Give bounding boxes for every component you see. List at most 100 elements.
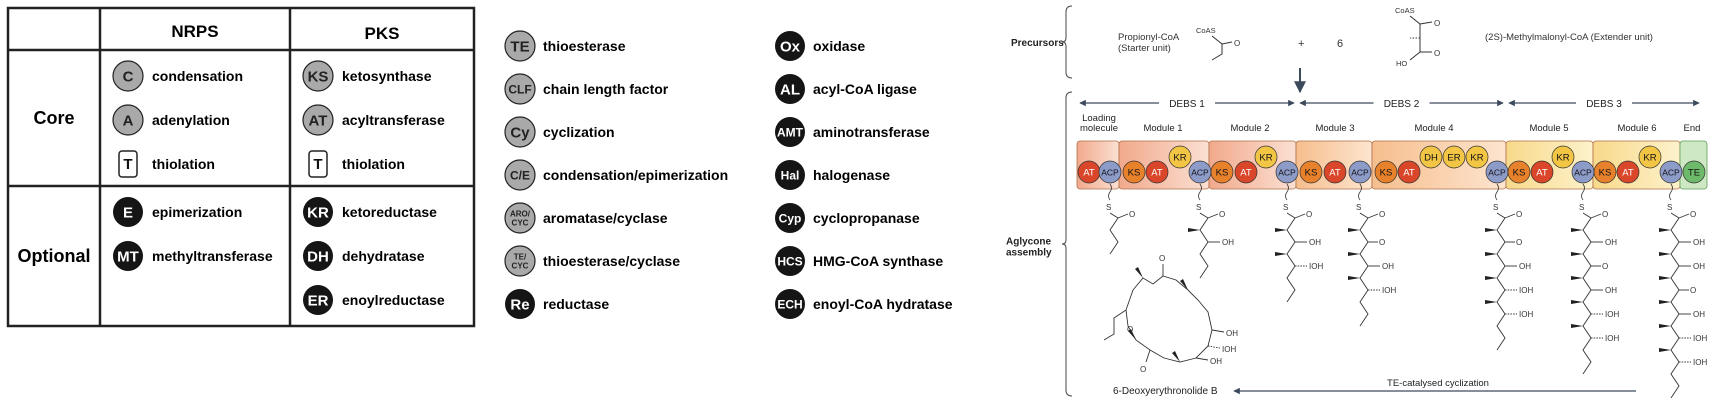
methyl-wedge — [1571, 300, 1583, 304]
badge-outline — [118, 150, 138, 178]
badge-hcs-icon: HCS — [775, 246, 805, 276]
badge-ech-icon: ECH — [775, 289, 805, 319]
domain-circle — [1682, 160, 1706, 184]
domain-at-icon: AT — [1077, 160, 1101, 184]
hydroxyl-label: IOH — [1693, 358, 1707, 367]
badge-text: TE — [510, 38, 529, 55]
domain-kr-icon: KR — [1638, 145, 1662, 169]
badge-text: KS — [308, 68, 329, 85]
carbonyl-bond — [1207, 213, 1219, 219]
badge-ox-icon: Ox — [775, 31, 805, 61]
carbon-chain — [1582, 217, 1592, 375]
badge-text: AL — [780, 81, 800, 98]
hydroxyl-label: OH — [1693, 262, 1705, 271]
badge-text: ECH — [777, 297, 802, 311]
methyl-wedge — [1659, 276, 1671, 280]
methyl-wedge — [1348, 252, 1360, 256]
badge-text: Re — [510, 296, 529, 313]
thioester-bond — [1286, 212, 1296, 219]
badge-text: C — [123, 68, 134, 85]
domain-text: ACP — [1574, 168, 1592, 178]
domain-ks-icon: KS — [1593, 160, 1617, 184]
domain-circle — [1465, 145, 1489, 169]
thioester-bond — [1582, 212, 1592, 219]
legend-thioesterase: thioesterase — [543, 38, 626, 54]
badge-text: ER — [308, 292, 329, 309]
badge-aro-cyc-icon: ARO/CYC — [504, 202, 536, 234]
row-label-optional: Optional — [18, 246, 91, 266]
methyl-wedge — [1485, 276, 1497, 280]
domain-text: ACP — [1278, 168, 1296, 178]
badge-text: Hal — [781, 168, 800, 182]
ring-methyl-wedge — [1128, 329, 1136, 340]
domain-circle — [1397, 160, 1421, 184]
domain-text: KS — [1513, 168, 1526, 179]
methyl-wedge — [1348, 276, 1360, 280]
domain-circle — [1374, 160, 1398, 184]
aglycone-brace — [1061, 91, 1073, 397]
domain-text: AT — [1151, 168, 1163, 179]
badge-e-icon: E — [113, 197, 143, 227]
product-name: 6-Deoxyerythronolide B — [1113, 386, 1218, 397]
domain-text: AT — [1536, 168, 1548, 179]
extender-oxygen-1: O — [1434, 19, 1440, 28]
badge-circle — [303, 285, 333, 315]
domain-circle — [1210, 160, 1234, 184]
domain-te-icon: TE — [1682, 160, 1706, 184]
legend-aromatase-cyclase: aromatase/cyclase — [543, 210, 668, 226]
domain-circle — [1168, 145, 1192, 169]
column-header-nrps: NRPS — [171, 22, 218, 41]
row-label-core: Core — [33, 108, 74, 128]
module-label-end: End — [1684, 123, 1701, 134]
precursors-brace — [1061, 5, 1073, 79]
methyl-wedge — [1485, 228, 1497, 232]
carbonyl-oxygen: O — [1306, 210, 1312, 219]
ring-oxygen: O — [1127, 325, 1133, 334]
pks-domain-ketosynthase: ketosynthase — [342, 68, 432, 84]
carbon-chain — [1359, 217, 1369, 327]
extender-name: (2S)-Methylmalonyl-CoA (Extender unit) — [1485, 32, 1653, 43]
plus-sign: + — [1298, 38, 1304, 50]
domain-text: ACP — [1488, 168, 1506, 178]
badge-text: CLF — [508, 82, 531, 96]
extender-ho: HO — [1396, 59, 1407, 68]
domain-acp-icon: ACP — [1659, 160, 1683, 184]
methyl-wedge — [1571, 324, 1583, 328]
badge-circle — [504, 159, 536, 191]
domain-acp-icon: ACP — [1571, 160, 1595, 184]
badge-circle — [303, 241, 333, 271]
precursors-label: Precursors — [1011, 38, 1064, 49]
tether — [1108, 183, 1112, 201]
badge-text: Cy — [510, 124, 530, 141]
badge-circle — [775, 31, 805, 61]
domain-ks-icon: KS — [1122, 160, 1146, 184]
badge-circle — [112, 104, 144, 136]
domain-text: KS — [1128, 168, 1141, 179]
badge-ks-icon: KS — [302, 60, 334, 92]
domain-text: AT — [1329, 168, 1341, 179]
methyl-wedge — [1275, 252, 1287, 256]
legend-cyclization: cyclization — [543, 124, 615, 140]
badge-circle — [302, 60, 334, 92]
tether — [1669, 183, 1673, 201]
domain-circle — [1419, 145, 1443, 169]
domain-circle — [1299, 160, 1323, 184]
starter-subtitle: (Starter unit) — [1118, 43, 1171, 54]
hydroxyl-label: OH — [1309, 238, 1321, 247]
badge-text: T — [123, 156, 132, 173]
badge-circle — [504, 202, 536, 234]
badge-circle — [303, 197, 333, 227]
hydroxyl-label: OH — [1605, 286, 1617, 295]
hydroxyl-label: OH — [1605, 238, 1617, 247]
carbonyl-bond — [1678, 213, 1690, 219]
ring-methyl-wedge — [1172, 351, 1180, 362]
hydroxyl-label: IOH — [1519, 286, 1533, 295]
carbon-chain — [1199, 217, 1209, 279]
debs-label-3: DEBS 3 — [1586, 99, 1622, 110]
domain-circle — [1254, 145, 1278, 169]
